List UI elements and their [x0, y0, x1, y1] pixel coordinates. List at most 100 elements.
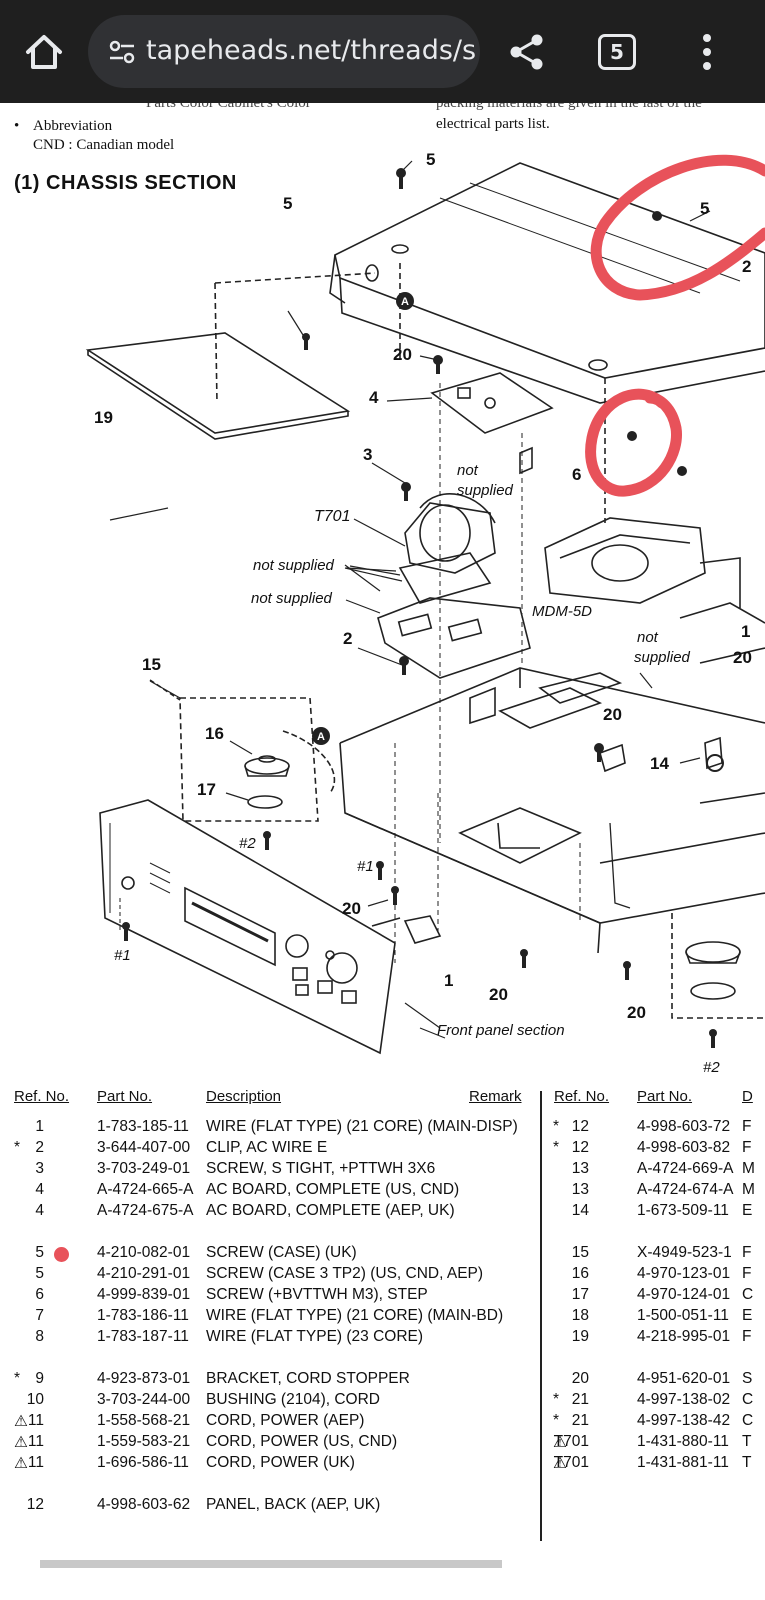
row-part-no: 3-703-249-01 — [97, 1160, 191, 1177]
red-circle-annotations — [585, 154, 765, 497]
row-description: M — [742, 1181, 755, 1198]
address-bar[interactable]: tapeheads.net/threads/s — [88, 15, 480, 88]
tab-switcher-icon[interactable]: 5 — [598, 34, 636, 70]
callout-1: 1 — [444, 971, 454, 990]
header-description-right: D — [742, 1088, 753, 1105]
more-vert-icon[interactable] — [692, 30, 722, 74]
row-part-no: A-4724-675-A — [97, 1202, 194, 1219]
table-row: * 21 4-997-138-42 C — [0, 1412, 765, 1433]
row-part-no: 1-558-568-21 — [97, 1412, 191, 1429]
row-description: SCREW (+BVTTWH M3), STEP — [206, 1286, 428, 1303]
note-not-supplied: not — [637, 629, 658, 646]
row-ref-no: 13 — [571, 1181, 589, 1198]
row-part-no: A-4724-674-A — [637, 1181, 734, 1198]
row-part-no: 4-997-138-02 — [637, 1391, 731, 1408]
row-ref-no: 11 — [27, 1412, 44, 1429]
header-ref-no: Ref. No. — [14, 1088, 70, 1105]
row-marker: * — [14, 1139, 21, 1156]
row-marker: * — [553, 1412, 560, 1429]
abbreviation-title: Abbreviation — [33, 118, 113, 134]
row-part-no: 4-210-082-01 — [97, 1244, 191, 1261]
row-ref-no: 4 — [35, 1181, 44, 1198]
row-ref-no: 21 — [571, 1412, 589, 1429]
top-cut-text-right: packing materials are given in the last … — [436, 103, 702, 111]
callout-20: 20 — [627, 1003, 646, 1022]
callout-20: 20 — [489, 985, 508, 1004]
row-description: AC BOARD, COMPLETE (US, CND) — [206, 1181, 460, 1198]
row-description: C — [742, 1412, 754, 1429]
row-part-no: 4-998-603-82 — [637, 1139, 731, 1156]
tune-icon[interactable] — [108, 38, 136, 66]
row-part-no: 1-559-583-21 — [97, 1433, 191, 1450]
row-part-no: 4-998-603-62 — [97, 1496, 191, 1513]
row-part-no: 1-500-051-11 — [637, 1307, 729, 1324]
row-ref-no: 13 — [571, 1160, 589, 1177]
row-marker: * — [553, 1139, 560, 1156]
note-not-supplied: supplied — [457, 482, 513, 499]
share-icon[interactable] — [507, 32, 547, 72]
row-ref-no: 8 — [35, 1328, 44, 1345]
row-part-no: 4-970-124-01 — [637, 1286, 731, 1303]
callout-16: 16 — [205, 724, 224, 743]
row-part-no: 1-673-509-11 — [637, 1202, 729, 1219]
row-ref-no: 9 — [35, 1370, 44, 1387]
row-ref-no: 12 — [571, 1139, 589, 1156]
home-icon[interactable] — [22, 30, 66, 74]
header-part-no-right: Part No. — [637, 1088, 693, 1105]
row-description: T — [742, 1433, 752, 1450]
row-description: WIRE (FLAT TYPE) (21 CORE) (MAIN-DISP) — [206, 1118, 518, 1135]
row-ref-no: 18 — [571, 1307, 589, 1324]
row-ref-no: 12 — [26, 1496, 44, 1513]
callout-20: 20 — [393, 345, 412, 364]
callout-2: 2 — [742, 257, 752, 276]
callout-17: 17 — [197, 780, 216, 799]
row-description: CORD, POWER (AEP) — [206, 1412, 365, 1429]
row-description: C — [742, 1391, 754, 1408]
row-marker: ⚠ — [553, 1455, 567, 1472]
row-part-no: 3-644-407-00 — [97, 1139, 191, 1156]
callout-2: 2 — [343, 629, 353, 648]
red-circle-screw-6 — [585, 388, 682, 497]
callout-20: 20 — [733, 648, 752, 667]
row-description: SCREW (CASE 3 TP2) (US, CND, AEP) — [206, 1265, 484, 1282]
row-ref-no: 20 — [571, 1370, 589, 1387]
row-ref-no: 16 — [571, 1265, 589, 1282]
callout-14: 14 — [650, 754, 669, 773]
row-description: CORD, POWER (UK) — [206, 1454, 355, 1471]
callout-1: 1 — [741, 622, 751, 641]
row-part-no: 4-923-873-01 — [97, 1370, 191, 1387]
note-not-supplied: supplied — [634, 649, 690, 666]
callout-15: 15 — [142, 655, 161, 674]
callout-20: 20 — [342, 899, 361, 918]
abbreviation-cnd: CND : Canadian model — [33, 137, 175, 153]
front-panel-label: Front panel section — [437, 1022, 565, 1039]
row-part-no: A-4724-665-A — [97, 1181, 194, 1198]
mark-a-1: A — [401, 296, 409, 308]
row-description: F — [742, 1118, 752, 1135]
row-description: CORD, POWER (US, CND) — [206, 1433, 398, 1450]
row-marker: ⚠ — [14, 1455, 28, 1472]
module-label-mdm5d: MDM-5D — [532, 603, 592, 620]
url-text[interactable]: tapeheads.net/threads/s — [146, 35, 476, 66]
row-part-no: 4-218-995-01 — [637, 1328, 731, 1345]
horizontal-scrollbar[interactable] — [40, 1560, 502, 1568]
header-remark: Remark — [469, 1088, 522, 1105]
row-part-no: 4-997-138-42 — [637, 1412, 731, 1429]
header-ref-no-right: Ref. No. — [554, 1088, 610, 1105]
callout-6: 6 — [572, 465, 582, 484]
row-part-no: 1-783-186-11 — [97, 1307, 189, 1324]
